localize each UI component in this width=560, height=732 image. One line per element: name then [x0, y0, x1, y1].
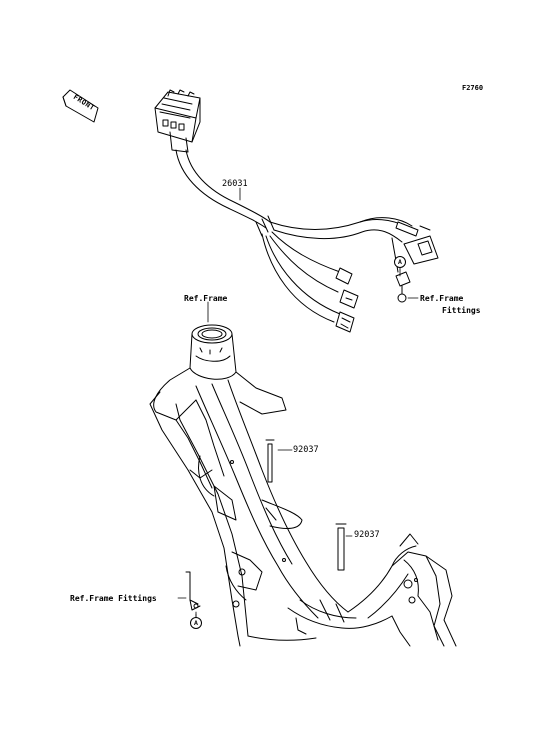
ref-frame-fittings-left: Ref.Frame Fittings: [70, 594, 157, 603]
part-number-band-lower: 92037: [354, 530, 380, 540]
figure-code: F2760: [462, 84, 484, 92]
main-connector-block: [154, 89, 201, 153]
frame-steering-head: [189, 324, 237, 380]
frame-structure: [149, 367, 457, 647]
ref-frame-fittings-right-line2: Fittings: [442, 306, 481, 315]
part-number-band-upper: 92037: [293, 445, 319, 455]
ref-frame-fittings-right-line1: Ref.Frame: [420, 294, 464, 303]
ref-frame-label: Ref.Frame: [184, 294, 228, 303]
harness-trunk: [175, 149, 411, 323]
harness-clip-right: [395, 271, 411, 303]
front-arrow-icon: [62, 89, 99, 123]
right-connectors: [359, 217, 439, 273]
marker-a-right: A: [394, 256, 406, 268]
marker-a-left: A: [190, 617, 202, 629]
branch-connectors: [335, 267, 359, 333]
part-number-harness: 26031: [222, 179, 248, 189]
